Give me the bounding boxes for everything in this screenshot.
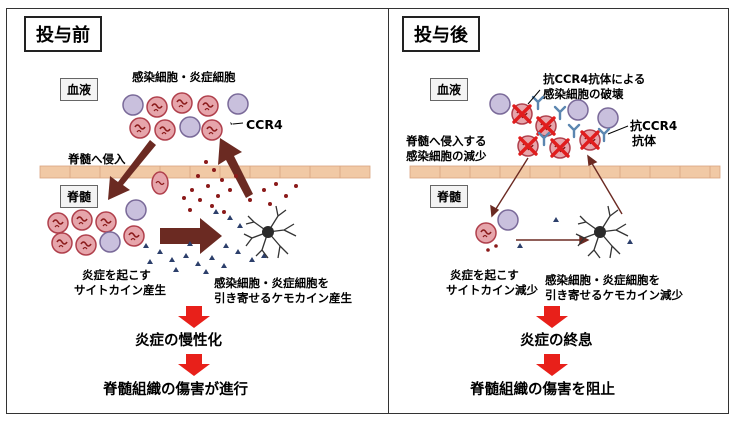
infected-cell-icon	[123, 225, 145, 247]
after-result1: 炎症の終息	[520, 333, 593, 349]
before-chemokine-line2: 引き寄せるケモカイン産生	[214, 291, 352, 305]
normal-cell-icon	[489, 93, 511, 115]
normal-cell-icon	[227, 93, 249, 115]
after-cytokine-dots	[486, 244, 498, 252]
before-cells-label: 感染細胞・炎症細胞	[132, 70, 236, 84]
infected-cell-icon	[146, 96, 168, 118]
after-cytokine-line1: 炎症を起こす	[450, 268, 519, 282]
after-reduced-line1: 脊髄へ侵入する	[406, 134, 487, 148]
red-arrow-icon	[536, 354, 568, 376]
infected-cell-icon	[197, 95, 219, 117]
before-ccr4-label: CCR4	[246, 117, 283, 132]
infected-cell-icon	[201, 119, 223, 141]
red-arrow-icon	[178, 354, 210, 376]
before-result2: 脊髄組織の傷害が進行	[103, 382, 248, 398]
infected-cell-icon	[75, 234, 97, 256]
after-reduced-line2: 感染細胞の減少	[406, 149, 487, 163]
before-result1: 炎症の慢性化	[135, 333, 222, 349]
antibody-icon	[567, 123, 581, 139]
after-destroy-line2: 感染細胞の破壊	[543, 87, 624, 101]
after-antibody-line2: 抗体	[632, 134, 657, 148]
infected-cell-icon	[51, 232, 73, 254]
panel-after	[388, 8, 729, 414]
cytokine-dot-icon	[486, 248, 490, 252]
infected-cell-icon	[129, 117, 151, 139]
after-label-spine: 脊髄	[430, 185, 469, 208]
infected-cell-icon	[475, 222, 497, 244]
cytokine-dot-icon	[204, 160, 208, 164]
before-cytokine-line2: サイトカイン産生	[74, 283, 166, 297]
normal-cell-icon	[179, 116, 201, 138]
after-vessel-band	[409, 165, 721, 179]
after-destroy-line1: 抗CCR4抗体による	[543, 72, 646, 86]
normal-cell-icon	[497, 209, 519, 231]
neuron-icon	[243, 205, 297, 259]
normal-cell-icon	[122, 94, 144, 116]
before-return-arrow	[218, 138, 253, 198]
before-label-spine: 脊髄	[60, 185, 99, 208]
after-result2: 脊髄組織の傷害を阻止	[470, 382, 615, 398]
before-cytokine-line1: 炎症を起こす	[82, 268, 151, 282]
before-invasion-label: 脊髄へ侵入	[68, 152, 126, 166]
before-result-arrows	[178, 306, 210, 376]
infected-cell-icon	[154, 119, 176, 141]
infected-cell-icon	[171, 92, 193, 114]
before-chemokine-line1: 感染細胞・炎症細胞を	[214, 276, 329, 290]
after-chemokines	[517, 217, 633, 248]
before-signal-arrow	[160, 218, 222, 254]
after-chemokine-line1: 感染細胞・炎症細胞を	[545, 273, 660, 287]
before-label-blood: 血液	[60, 78, 99, 101]
before-cytokine-dots	[182, 160, 298, 214]
infected-cell-icon	[95, 211, 117, 233]
after-title: 投与後	[402, 16, 480, 52]
normal-cell-icon	[99, 231, 121, 253]
infected-cell-icon	[47, 212, 69, 234]
normal-cell-icon	[125, 199, 147, 221]
antibody-icon	[553, 105, 567, 121]
after-label-blood: 血液	[430, 78, 469, 101]
antibody-icon	[531, 95, 545, 111]
before-vessel-band	[39, 165, 371, 179]
normal-cell-icon	[597, 107, 619, 129]
after-antibody-line1: 抗CCR4	[630, 119, 678, 133]
infected-cell-icon	[71, 209, 93, 231]
red-arrow-icon	[536, 306, 568, 328]
before-spine-cells	[47, 199, 147, 256]
after-result-arrows	[536, 306, 568, 376]
normal-cell-icon	[567, 99, 589, 121]
before-title: 投与前	[24, 16, 102, 52]
neuron-icon	[575, 205, 629, 259]
red-arrow-icon	[178, 306, 210, 328]
before-blood-cells	[122, 92, 249, 141]
panel-before	[6, 8, 390, 414]
after-cytokine-line2: サイトカイン減少	[446, 283, 538, 297]
before-invasion-arrow	[108, 140, 156, 200]
after-chemokine-line2: 引き寄せるケモカイン減少	[545, 288, 683, 302]
